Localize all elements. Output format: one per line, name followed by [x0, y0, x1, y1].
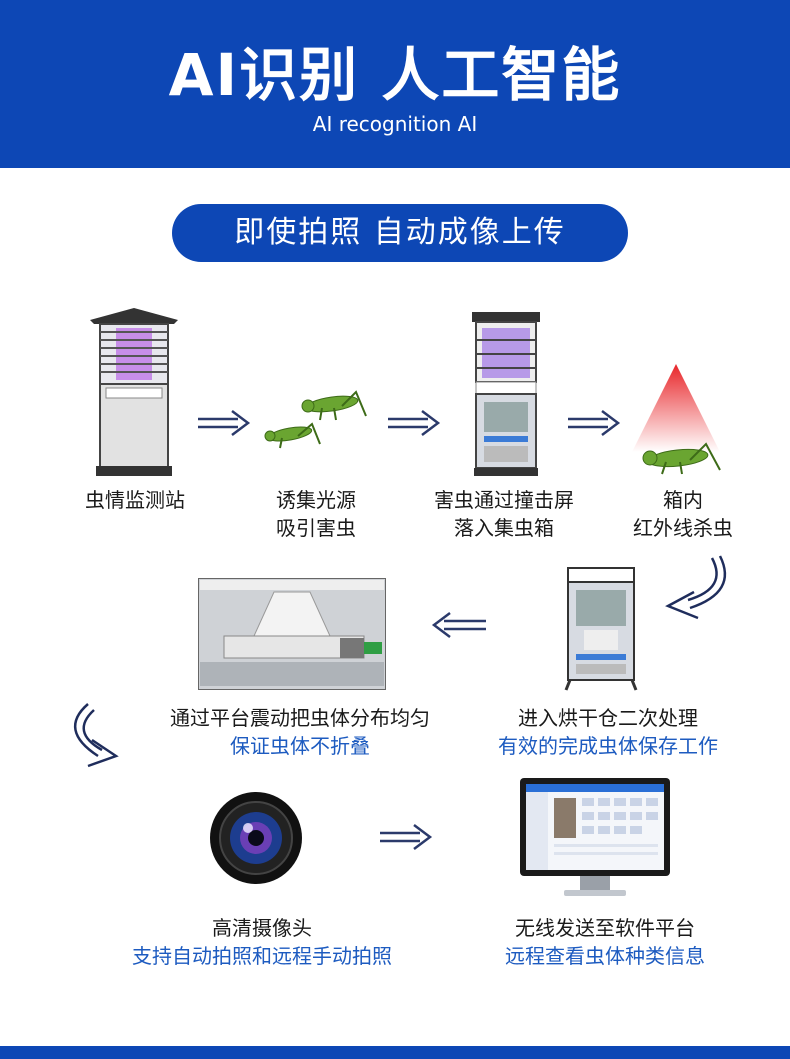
- step-caption-line1: 虫情监测站: [85, 488, 185, 512]
- header-banner: AI识别 人工智能 AI recognition AI: [0, 0, 790, 168]
- step-caption-line2: 支持自动拍照和远程手动拍照: [132, 944, 392, 968]
- step-caption-line2: 远程查看虫体种类信息: [505, 944, 705, 968]
- step-caption-line1: 进入烘干仓二次处理: [518, 706, 698, 730]
- page-title: AI识别 人工智能: [168, 41, 622, 109]
- curved-arrow-icon: [665, 555, 726, 620]
- step-caption-line2: 红外线杀虫: [633, 516, 733, 540]
- arrow-right-icon: [568, 410, 621, 436]
- step-caption: 害虫通过撞击屏 落入集虫箱: [404, 486, 604, 542]
- weather-station-icon: [564, 567, 638, 691]
- curved-arrow-icon: [73, 703, 119, 768]
- camera-lens-icon: [210, 792, 302, 884]
- arrow-left-icon: [431, 612, 486, 638]
- step-caption: 高清摄像头 支持自动拍照和远程手动拍照: [92, 914, 432, 970]
- arrow-right-icon: [198, 410, 251, 436]
- step-caption-line1: 害虫通过撞击屏: [434, 488, 574, 512]
- step-caption-line2: 保证虫体不折叠: [230, 734, 370, 758]
- step-caption-line1: 通过平台震动把虫体分布均匀: [170, 706, 430, 730]
- step-caption-line2: 有效的完成虫体保存工作: [498, 734, 718, 758]
- grasshopper-icon: [264, 390, 367, 449]
- weather-station-icon: [90, 308, 178, 476]
- step-caption: 箱内 红外线杀虫: [608, 486, 758, 542]
- arrow-right-icon: [388, 410, 441, 436]
- step-caption: 诱集光源 吸引害虫: [246, 486, 386, 542]
- step-caption-line1: 诱集光源: [276, 488, 356, 512]
- step-caption-line2: 落入集虫箱: [454, 516, 554, 540]
- step-caption: 进入烘干仓二次处理 有效的完成虫体保存工作: [460, 704, 756, 760]
- monitor-icon: [520, 778, 670, 896]
- arrow-right-icon: [380, 824, 433, 850]
- weather-station-icon: [472, 312, 540, 476]
- step-caption-line1: 箱内: [663, 488, 703, 512]
- footer-bar: [0, 1046, 790, 1059]
- vibration-platform-image: [198, 578, 386, 690]
- step-caption: 虫情监测站: [58, 486, 212, 514]
- page-subtitle: AI recognition AI: [312, 112, 478, 136]
- section-banner: 即使拍照 自动成像上传: [172, 204, 628, 262]
- step-caption: 通过平台震动把虫体分布均匀 保证虫体不折叠: [130, 704, 470, 760]
- step-caption-line2: 吸引害虫: [276, 516, 356, 540]
- step-caption-line1: 高清摄像头: [212, 916, 312, 940]
- step-caption-line1: 无线发送至软件平台: [515, 916, 695, 940]
- infrared-grasshopper-icon: [632, 364, 721, 475]
- step-caption: 无线发送至软件平台 远程查看虫体种类信息: [470, 914, 740, 970]
